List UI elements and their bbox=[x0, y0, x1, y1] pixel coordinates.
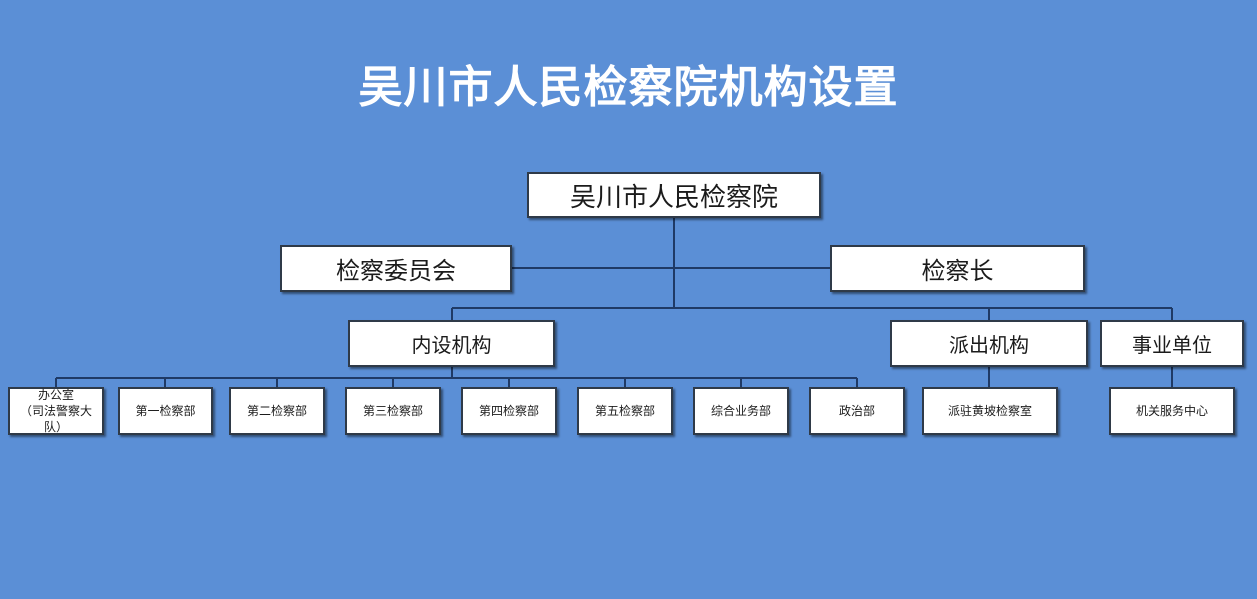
page-title: 吴川市人民检察院机构设置 bbox=[358, 62, 899, 113]
node-chief-procurator-label: 检察长 bbox=[921, 257, 994, 285]
node-department: 第五检察部 bbox=[577, 387, 673, 435]
node-public-institution-label: 事业单位 bbox=[1132, 333, 1212, 357]
node-root: 吴川市人民检察院 bbox=[527, 172, 821, 218]
node-department-label: 第五检察部 bbox=[594, 404, 655, 418]
node-dispatched-unit-label: 派驻黄坡检察室 bbox=[947, 404, 1032, 418]
node-department: 第三检察部 bbox=[345, 387, 441, 435]
node-chief-procurator: 检察长 bbox=[830, 245, 1085, 292]
node-department-label: 第一检察部 bbox=[135, 404, 196, 418]
node-department-label: 第三检察部 bbox=[362, 404, 423, 418]
node-department: 第四检察部 bbox=[461, 387, 557, 435]
node-department-label: 第四检察部 bbox=[478, 404, 539, 418]
node-internal-bodies-label: 内设机构 bbox=[411, 333, 492, 357]
node-institution-unit-label: 机关服务中心 bbox=[1135, 404, 1208, 418]
node-department: 第一检察部 bbox=[118, 387, 213, 435]
node-department-label: 第二检察部 bbox=[246, 404, 307, 418]
node-procuratorial-committee: 检察委员会 bbox=[280, 245, 512, 292]
node-department: 第二检察部 bbox=[229, 387, 325, 435]
node-dispatched-bodies: 派出机构 bbox=[890, 320, 1088, 367]
node-procuratorial-committee-label: 检察委员会 bbox=[336, 257, 456, 285]
node-institution-unit: 机关服务中心 bbox=[1109, 387, 1235, 435]
node-department-label: 政治部 bbox=[838, 404, 875, 418]
node-internal-bodies: 内设机构 bbox=[348, 320, 555, 367]
node-dispatched-bodies-label: 派出机构 bbox=[949, 333, 1029, 357]
node-department-label: 办公室 （司法警察大队） bbox=[19, 388, 92, 434]
node-department: 办公室 （司法警察大队） bbox=[8, 387, 104, 435]
node-public-institution: 事业单位 bbox=[1100, 320, 1244, 367]
node-department: 政治部 bbox=[809, 387, 905, 435]
node-root-label: 吴川市人民检察院 bbox=[569, 182, 778, 213]
node-department-label: 综合业务部 bbox=[710, 404, 771, 418]
node-department: 综合业务部 bbox=[693, 387, 789, 435]
node-dispatched-unit: 派驻黄坡检察室 bbox=[922, 387, 1058, 435]
